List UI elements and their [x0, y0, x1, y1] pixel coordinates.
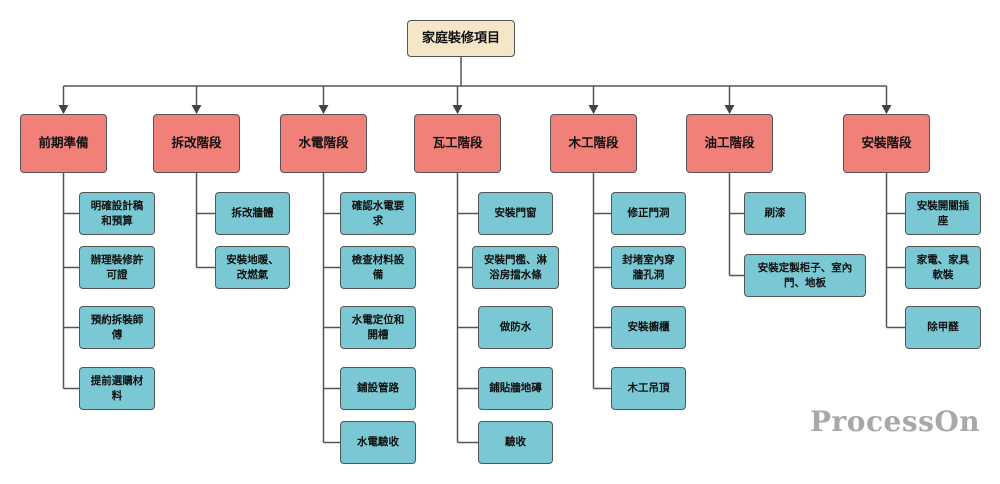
task-node[interactable]: 鋪貼牆地磚: [478, 367, 553, 410]
task-label: 做防水: [499, 321, 532, 334]
task-node[interactable]: 家電、家具軟裝: [905, 246, 981, 289]
task-label: 安裝櫥櫃: [627, 321, 670, 334]
task-label: 刷漆: [764, 207, 786, 220]
task-node[interactable]: 木工吊頂: [611, 367, 686, 410]
stage-node-installation[interactable]: 安裝階段: [843, 114, 930, 173]
stage-node-painting[interactable]: 油工階段: [686, 114, 773, 173]
task-label: 驗收: [505, 436, 526, 449]
task-node[interactable]: 水電定位和開槽: [340, 306, 416, 349]
task-label: 除甲醛: [927, 321, 959, 334]
task-node[interactable]: 檢查材料設備: [340, 246, 416, 289]
task-label: 確認水電要求: [351, 200, 405, 227]
task-node[interactable]: 封堵室內穿牆孔洞: [611, 246, 686, 289]
task-label: 安裝定製柜子、室內門、地板: [757, 262, 853, 289]
stage-node-tiling[interactable]: 瓦工階段: [414, 114, 501, 173]
task-node[interactable]: 修正門洞: [611, 192, 686, 235]
task-node[interactable]: 安裝門窗: [478, 192, 553, 235]
arrowhead-icon: [588, 105, 599, 114]
stage-label: 油工階段: [704, 135, 755, 151]
task-node[interactable]: 確認水電要求: [340, 192, 416, 235]
task-node[interactable]: 提前選購材料: [79, 367, 155, 410]
arrowhead-icon: [452, 105, 463, 114]
arrowhead-icon: [724, 105, 735, 114]
task-node[interactable]: 安裝櫥櫃: [611, 306, 686, 349]
task-label: 提前選購材料: [90, 375, 144, 402]
stage-label: 瓦工階段: [432, 135, 483, 151]
task-node[interactable]: 安裝定製柜子、室內門、地板: [744, 254, 866, 297]
root-label: 家庭裝修項目: [421, 30, 500, 46]
stage-node-plumbing-electrical[interactable]: 水電階段: [280, 114, 367, 173]
arrowhead-icon: [58, 105, 69, 114]
task-label: 木工吊頂: [627, 382, 670, 395]
task-label: 水電驗收: [357, 436, 399, 449]
task-label: 預約拆裝師傅: [90, 314, 144, 341]
arrowhead-icon: [318, 105, 329, 114]
task-node[interactable]: 辦理裝修許可證: [79, 246, 155, 289]
task-label: 家電、家具軟裝: [916, 254, 970, 281]
task-label: 安裝門檻、淋浴房擋水條: [484, 254, 547, 281]
task-node[interactable]: 拆改牆體: [215, 192, 290, 235]
task-label: 安裝門窗: [494, 207, 537, 220]
stage-label: 拆改階段: [171, 135, 222, 151]
stage-node-carpentry[interactable]: 木工階段: [550, 114, 637, 173]
task-node[interactable]: 安裝門檻、淋浴房擋水條: [472, 246, 559, 289]
task-node[interactable]: 除甲醛: [905, 306, 981, 349]
task-label: 鋪貼牆地磚: [489, 382, 542, 395]
task-label: 安裝地暖、改燃氣: [226, 254, 279, 281]
stage-label: 安裝階段: [861, 135, 912, 151]
task-label: 辦理裝修許可證: [90, 254, 144, 281]
task-node[interactable]: 驗收: [478, 421, 553, 464]
stage-node-demolition[interactable]: 拆改階段: [153, 114, 240, 173]
task-label: 檢查材料設備: [351, 254, 405, 281]
stage-label: 木工階段: [568, 135, 619, 151]
task-node[interactable]: 明確設計稿和預算: [79, 192, 155, 235]
task-node[interactable]: 做防水: [478, 306, 553, 349]
task-node[interactable]: 安裝地暖、改燃氣: [215, 246, 290, 289]
task-label: 明確設計稿和預算: [90, 200, 144, 227]
root-node[interactable]: 家庭裝修項目: [407, 20, 515, 57]
stage-node-preparation[interactable]: 前期準備: [20, 114, 107, 173]
task-label: 水電定位和開槽: [351, 314, 405, 341]
task-label: 拆改牆體: [231, 207, 274, 220]
task-node[interactable]: 預約拆裝師傅: [79, 306, 155, 349]
stage-label: 前期準備: [38, 135, 89, 151]
arrowhead-icon: [191, 105, 202, 114]
task-node[interactable]: 水電驗收: [340, 421, 416, 464]
task-label: 封堵室內穿牆孔洞: [622, 254, 675, 281]
task-node[interactable]: 安裝開關插座: [905, 192, 981, 235]
stage-label: 水電階段: [298, 135, 349, 151]
task-label: 安裝開關插座: [916, 200, 970, 227]
task-node[interactable]: 刷漆: [744, 192, 806, 235]
task-node[interactable]: 鋪設管路: [340, 367, 416, 410]
processon-watermark: ProcessOn: [810, 405, 981, 438]
task-label: 鋪設管路: [357, 382, 399, 395]
arrowhead-icon: [881, 105, 892, 114]
task-label: 修正門洞: [627, 207, 670, 220]
